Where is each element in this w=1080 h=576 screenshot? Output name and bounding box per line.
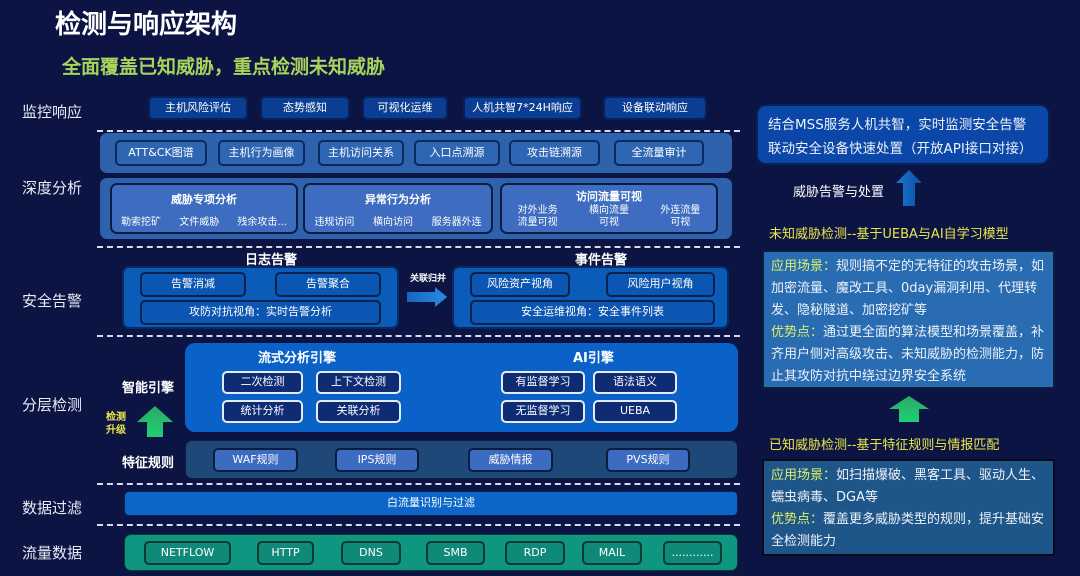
deep-item: 主机行为画像 xyxy=(218,140,305,166)
deep-group-item: 残余攻击... xyxy=(237,217,287,228)
stream-engine-item: 二次检测 xyxy=(222,371,303,394)
layer-label-alert: 安全告警 xyxy=(22,292,83,310)
advantage-label: 优势点： xyxy=(771,325,824,340)
response-line: 结合MSS服务人机共智，实时监测安全告警 xyxy=(768,117,1027,133)
divider xyxy=(97,483,740,485)
advantage-label: 优势点： xyxy=(771,512,824,527)
rule-item: PVS规则 xyxy=(606,448,690,472)
deep-item: 攻击链溯源 xyxy=(509,140,600,166)
log-alert-item: 告警聚合 xyxy=(275,272,381,297)
deep-item: ATT&CK图谱 xyxy=(115,140,207,166)
deep-item: 全流量审计 xyxy=(614,140,704,166)
response-box: 结合MSS服务人机共智，实时监测安全告警 联动安全设备快速处置（开放API接口对… xyxy=(756,104,1050,165)
rule-item: IPS规则 xyxy=(335,448,419,472)
layer-label-monitor: 监控响应 xyxy=(22,103,83,121)
ai-engine-item: 有监督学习 xyxy=(501,371,585,394)
merge-arrow-icon xyxy=(407,287,447,307)
deep-group-item: 违规访问 xyxy=(314,217,355,228)
page-subtitle: 全面覆盖已知威胁，重点检测未知威胁 xyxy=(62,56,386,78)
stream-engine-item: 关联分析 xyxy=(316,400,401,423)
response-arrow-label: 威胁告警与处置 xyxy=(793,185,885,200)
advantage-text: 覆盖更多威胁类型的规则，提升基础安全检测能力 xyxy=(771,512,1045,549)
deep-group-item: 横向流量 可视 xyxy=(588,205,629,228)
upgrade-label: 检测升级 xyxy=(106,412,126,436)
layer-label-traffic: 流量数据 xyxy=(22,544,83,562)
up-arrow-icon xyxy=(896,170,922,206)
filter-bar: 白流量识别与过滤 xyxy=(124,491,738,516)
deep-item: 入口点溯源 xyxy=(414,140,500,166)
monitor-item: 人机共智7*24H响应 xyxy=(463,96,582,120)
rule-item: WAF规则 xyxy=(213,448,298,472)
event-alert-title: 事件告警 xyxy=(575,253,628,268)
divider xyxy=(97,246,740,248)
traffic-item: ............ xyxy=(663,541,722,565)
rule-label: 特征规则 xyxy=(122,456,175,471)
deep-group-item: 勒索挖矿 xyxy=(121,217,162,228)
layer-label-detect: 分层检测 xyxy=(22,396,83,414)
divider xyxy=(97,524,740,526)
event-alert-wide: 安全运维视角：安全事件列表 xyxy=(470,300,715,325)
traffic-item: HTTP xyxy=(257,541,314,565)
unknown-threat-box: 应用场景：规则搞不定的无特征的攻击场景，如加密流量、魔改工具、0day漏洞利用、… xyxy=(762,250,1055,389)
deep-group-traffic: 访问流量可视 对外业务 流量可视 横向流量 可视 外连流量 可视 xyxy=(500,183,718,234)
monitor-item: 主机风险评估 xyxy=(148,96,248,120)
traffic-item: DNS xyxy=(341,541,401,565)
deep-group-item: 服务器外连 xyxy=(431,217,482,228)
page-title: 检测与响应架构 xyxy=(55,10,238,40)
engine-label: 智能引擎 xyxy=(122,381,175,396)
stream-engine-item: 上下文检测 xyxy=(316,371,401,394)
scene-label: 应用场景： xyxy=(771,468,837,483)
upgrade-arrow-icon xyxy=(889,396,929,422)
response-line: 联动安全设备快速处置（开放API接口对接） xyxy=(768,141,1033,157)
ai-engine-item: UEBA xyxy=(593,400,677,423)
ai-engine-item: 语法语义 xyxy=(593,371,677,394)
known-threat-heading: 已知威胁检测--基于特征规则与情报匹配 xyxy=(769,438,1000,453)
deep-group-anomaly: 异常行为分析 违规访问 横向访问 服务器外连 xyxy=(303,183,493,234)
deep-group-title: 访问流量可视 xyxy=(576,190,642,203)
stream-engine-title: 流式分析引擎 xyxy=(258,351,337,366)
layer-label-deep: 深度分析 xyxy=(22,179,83,197)
deep-group-title: 威胁专项分析 xyxy=(171,193,237,206)
log-alert-item: 告警消减 xyxy=(140,272,246,297)
monitor-item: 态势感知 xyxy=(260,96,350,120)
deep-item: 主机访问关系 xyxy=(318,140,404,166)
deep-group-threat: 威胁专项分析 勒索挖矿 文件威胁 残余攻击... xyxy=(110,183,298,234)
ai-engine-title: AI引擎 xyxy=(573,351,614,366)
traffic-item: MAIL xyxy=(582,541,642,565)
scene-text: 规则搞不定的无特征的攻击场景，如加密流量、魔改工具、0day漏洞利用、代理转发、… xyxy=(771,259,1045,318)
log-alert-title: 日志告警 xyxy=(245,253,298,268)
deep-group-item: 外连流量 可视 xyxy=(660,205,701,228)
event-alert-item: 风险资产视角 xyxy=(470,272,570,297)
layer-label-filter: 数据过滤 xyxy=(22,499,83,517)
monitor-item: 可视化运维 xyxy=(362,96,448,120)
deep-group-item: 横向访问 xyxy=(372,217,413,228)
deep-group-item: 文件威胁 xyxy=(179,217,220,228)
deep-group-title: 异常行为分析 xyxy=(365,193,431,206)
traffic-item: NETFLOW xyxy=(144,541,231,565)
ai-engine-item: 无监督学习 xyxy=(501,400,585,423)
advantage-text: 通过更全面的算法模型和场景覆盖，补齐用户侧对高级攻击、未知威胁的检测能力，防止其… xyxy=(771,325,1045,384)
stream-engine-item: 统计分析 xyxy=(222,400,303,423)
monitor-item: 设备联动响应 xyxy=(603,96,707,120)
traffic-item: RDP xyxy=(505,541,565,565)
known-threat-box: 应用场景：如扫描爆破、黑客工具、驱动人生、蠕虫病毒、DGA等 优势点：覆盖更多威… xyxy=(762,459,1055,556)
merge-label: 关联归并 xyxy=(410,274,447,284)
event-alert-item: 风险用户视角 xyxy=(606,272,715,297)
deep-group-item: 对外业务 流量可视 xyxy=(517,205,558,228)
scene-text: 如扫描爆破、黑客工具、驱动人生、蠕虫病毒、DGA等 xyxy=(771,468,1045,505)
rule-item: 威胁情报 xyxy=(468,448,553,472)
upgrade-arrow-icon xyxy=(137,406,173,437)
log-alert-wide: 攻防对抗视角：实时告警分析 xyxy=(140,300,381,325)
unknown-threat-heading: 未知威胁检测--基于UEBA与AI自学习模型 xyxy=(769,227,1009,242)
scene-label: 应用场景： xyxy=(771,259,837,274)
traffic-item: SMB xyxy=(426,541,485,565)
divider xyxy=(97,130,740,132)
divider xyxy=(97,335,740,337)
